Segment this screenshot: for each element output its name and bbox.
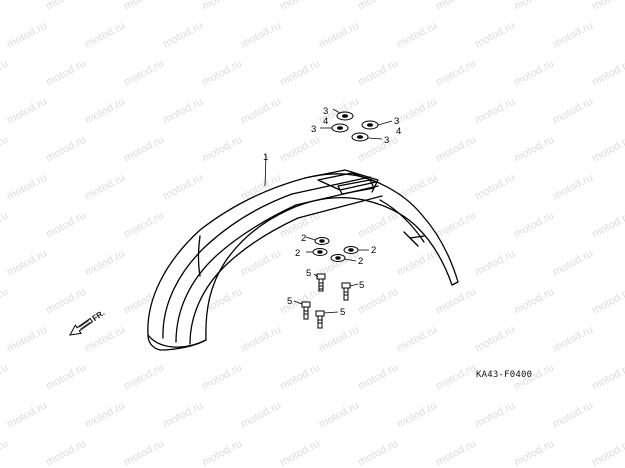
callout-washer-top-b: 4 bbox=[323, 116, 328, 127]
front-arrow-icon bbox=[69, 317, 94, 336]
washer-top-1-hole bbox=[342, 114, 348, 118]
nut-2-hole bbox=[317, 250, 323, 254]
callout-washer-top-e: 4 bbox=[396, 126, 401, 137]
nut-1-hole bbox=[319, 239, 325, 243]
callout-bolt-a: 5 bbox=[306, 268, 311, 279]
bolt-group bbox=[301, 273, 351, 329]
nut-group bbox=[312, 237, 359, 262]
callout-bolt-d: 5 bbox=[340, 307, 345, 318]
callout-nut-a: 2 bbox=[301, 233, 306, 244]
callout-fender: 1 bbox=[263, 152, 268, 163]
nut-3-hole bbox=[348, 248, 354, 252]
washer-top-4-hole bbox=[357, 135, 363, 139]
washer-group-top bbox=[331, 111, 379, 142]
callout-washer-top-a: 3 bbox=[323, 106, 328, 117]
bolt-3 bbox=[301, 301, 311, 320]
washer-top-2-hole bbox=[337, 126, 343, 130]
diagram-code: KA43-F0400 bbox=[476, 370, 532, 380]
washer-top-3-hole bbox=[367, 123, 373, 127]
bolt-1 bbox=[316, 273, 326, 292]
bolt-2 bbox=[341, 282, 351, 301]
callout-nut-d: 2 bbox=[358, 256, 363, 267]
callout-bolt-b: 5 bbox=[359, 280, 364, 291]
front-fender bbox=[147, 169, 459, 351]
callout-bolt-c: 5 bbox=[287, 296, 292, 307]
callout-washer-top-c: 3 bbox=[311, 124, 316, 135]
nut-4-hole bbox=[335, 256, 341, 260]
bolt-4 bbox=[315, 310, 325, 329]
callout-washer-top-d: 3 bbox=[394, 116, 399, 127]
callout-nut-c: 2 bbox=[371, 245, 376, 256]
callouts: 1 3 4 3 3 4 3 2 2 2 2 5 5 5 5 bbox=[263, 106, 401, 318]
leader-lines bbox=[264, 108, 393, 314]
callout-nut-b: 2 bbox=[295, 248, 300, 259]
callout-washer-top-f: 3 bbox=[384, 135, 389, 146]
